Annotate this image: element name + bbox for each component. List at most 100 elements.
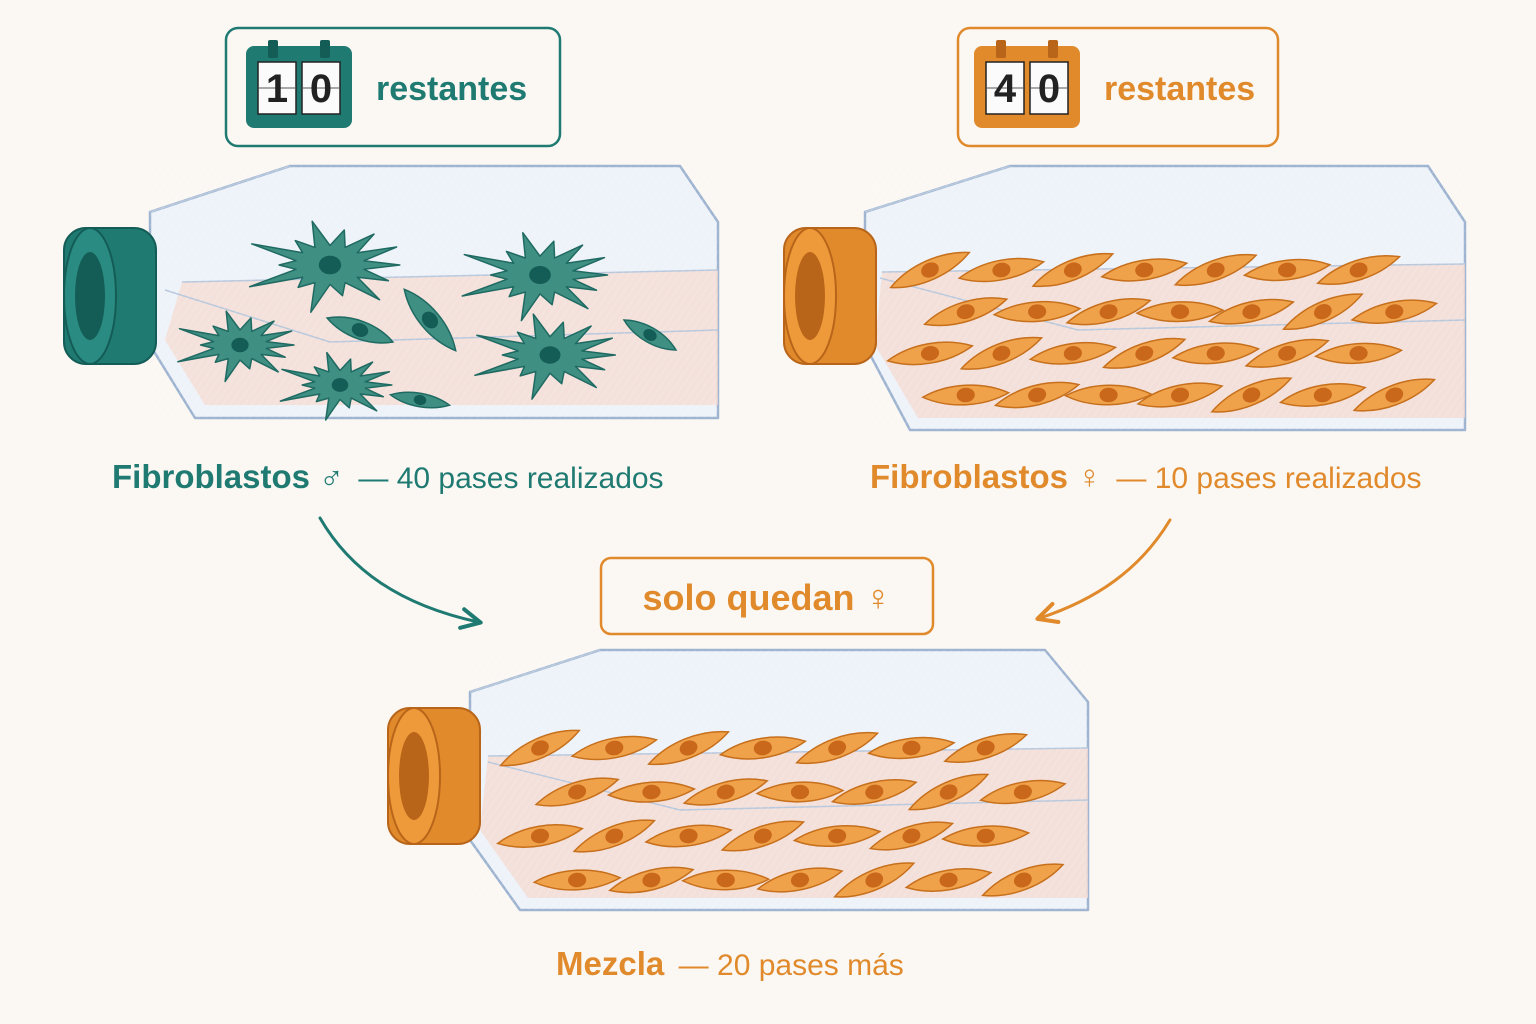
caption-mix: Mezcla — 20 pases más xyxy=(556,945,904,982)
flask-mix xyxy=(387,648,1090,912)
flip-counter-icon: 4 0 xyxy=(974,40,1080,128)
left-counter-digit-1: 1 xyxy=(266,67,288,111)
fibroblast-cell xyxy=(943,733,1029,763)
fibroblast-cell xyxy=(756,867,844,893)
fibroblast-cell xyxy=(993,381,1081,409)
caption-male-detail: — 40 pases realizados xyxy=(358,462,663,495)
senescent-cell xyxy=(461,231,609,322)
caption-female-detail: — 10 pases realizados xyxy=(1116,462,1421,495)
fibroblast-cell xyxy=(496,824,584,848)
fibroblast-cell xyxy=(1102,337,1187,369)
fibroblast-cell xyxy=(1207,298,1295,325)
fibroblast-cell xyxy=(325,316,395,344)
fibroblast-cell xyxy=(1316,255,1402,285)
right-remaining-badge: 4 0 restantes xyxy=(956,26,1280,148)
caption-mix-detail: — 20 pases más xyxy=(679,949,904,982)
left-counter-digit-2: 0 xyxy=(310,67,332,111)
fibroblast-cell xyxy=(388,391,452,409)
fibroblast-cell xyxy=(1065,297,1152,326)
fibroblast-cell xyxy=(981,863,1065,897)
fibroblast-cell xyxy=(795,731,880,765)
fibroblast-cell xyxy=(979,779,1067,805)
fibroblast-cell xyxy=(647,730,730,766)
fibroblast-cell xyxy=(959,336,1044,370)
fibroblast-cell xyxy=(1282,293,1364,330)
fibroblast-cell xyxy=(1136,382,1224,408)
right-counter-label: restantes xyxy=(1104,70,1255,108)
result-badge: solo quedan ♀ xyxy=(599,556,935,636)
flask-cap xyxy=(63,227,157,365)
fibroblast-cell xyxy=(1135,301,1225,323)
flask-body xyxy=(468,648,1090,912)
fibroblast-cell xyxy=(1171,342,1261,365)
senescent-cell xyxy=(474,313,617,400)
fibroblast-cell xyxy=(1244,338,1330,368)
proliferating-cells xyxy=(496,729,1067,898)
fibroblast-cell xyxy=(1314,342,1404,365)
fibroblast-cell xyxy=(921,384,1011,406)
fibroblast-cell xyxy=(1242,258,1332,282)
flask-body xyxy=(148,164,720,420)
fibroblast-cell xyxy=(1352,378,1436,412)
curved-arrow-icon xyxy=(318,516,483,630)
svg-text:Mezcla — 20 pases más: Mezcla — 20 pases más xyxy=(556,945,904,982)
senescent-cell xyxy=(279,351,393,421)
fibroblast-cell xyxy=(1210,377,1293,413)
svg-text:Fibroblastos ♂ — 40 pase: Fibroblastos ♂ — 40 pases realizados xyxy=(112,458,664,495)
fibroblast-cell xyxy=(889,251,971,289)
caption-male-title: Fibroblastos ♂ xyxy=(112,458,344,495)
fibroblast-cell xyxy=(833,862,916,898)
fibroblast-cell xyxy=(570,735,659,761)
fibroblast-cell xyxy=(534,777,620,807)
fibroblast-cell xyxy=(755,781,845,803)
fibroblast-cell xyxy=(682,778,769,806)
left-counter-label: restantes xyxy=(376,70,527,108)
flask-female xyxy=(783,164,1467,432)
left-remaining-badge: 1 0 restantes xyxy=(224,26,562,148)
fibroblast-cell xyxy=(907,773,990,811)
fibroblast-cell xyxy=(992,300,1082,323)
result-badge-text: solo quedan ♀ xyxy=(642,577,891,618)
fibroblast-cell xyxy=(718,736,807,760)
flask-male xyxy=(63,164,720,421)
curved-arrow-icon xyxy=(1035,518,1172,624)
fibroblast-cell xyxy=(532,869,622,891)
caption-male: Fibroblastos ♂ — 40 pases realizados xyxy=(112,458,664,495)
fibroblast-cell xyxy=(904,868,993,892)
fibroblast-cell xyxy=(1278,383,1367,407)
fibroblast-cell xyxy=(1028,341,1118,365)
flask-cap xyxy=(387,707,481,845)
fibroblast-cell xyxy=(572,819,656,853)
fibroblast-cell xyxy=(1173,253,1258,287)
fibroblast-cell xyxy=(606,781,696,803)
fibroblast-cell xyxy=(1031,252,1115,288)
fibroblast-cell xyxy=(922,297,1009,327)
fibroblast-cell xyxy=(681,869,771,891)
fibroblast-cell xyxy=(1350,299,1439,324)
caption-mix-title: Mezcla xyxy=(556,945,665,982)
fibroblast-cell xyxy=(868,821,955,851)
flip-counter-icon: 1 0 xyxy=(246,40,352,128)
right-counter-digit-1: 4 xyxy=(994,67,1017,111)
senescent-cells xyxy=(177,220,678,421)
fibroblast-cell xyxy=(644,824,733,848)
senescent-cell xyxy=(248,220,401,313)
fibroblast-cell xyxy=(403,288,457,352)
proliferating-cells xyxy=(886,251,1439,413)
fibroblast-cell xyxy=(1063,384,1154,406)
fibroblast-cell xyxy=(830,779,918,805)
fibroblast-cell xyxy=(792,824,882,848)
caption-female: Fibroblastos ♀ — 10 pases realizados xyxy=(870,458,1422,495)
fibroblast-cell xyxy=(622,319,678,351)
svg-text:Fibroblastos ♀ — 10 pase: Fibroblastos ♀ — 10 pases realizados xyxy=(870,458,1422,495)
fibroblast-cell xyxy=(957,257,1046,283)
fibroblast-cell xyxy=(1100,258,1189,282)
flask-cap xyxy=(783,227,877,365)
fibroblast-cell xyxy=(886,341,974,366)
right-counter-digit-2: 0 xyxy=(1038,67,1060,111)
fibroblast-cell xyxy=(720,820,806,852)
fibroblast-cell xyxy=(608,866,695,894)
caption-female-title: Fibroblastos ♀ xyxy=(870,458,1102,495)
senescent-cell xyxy=(177,310,295,383)
